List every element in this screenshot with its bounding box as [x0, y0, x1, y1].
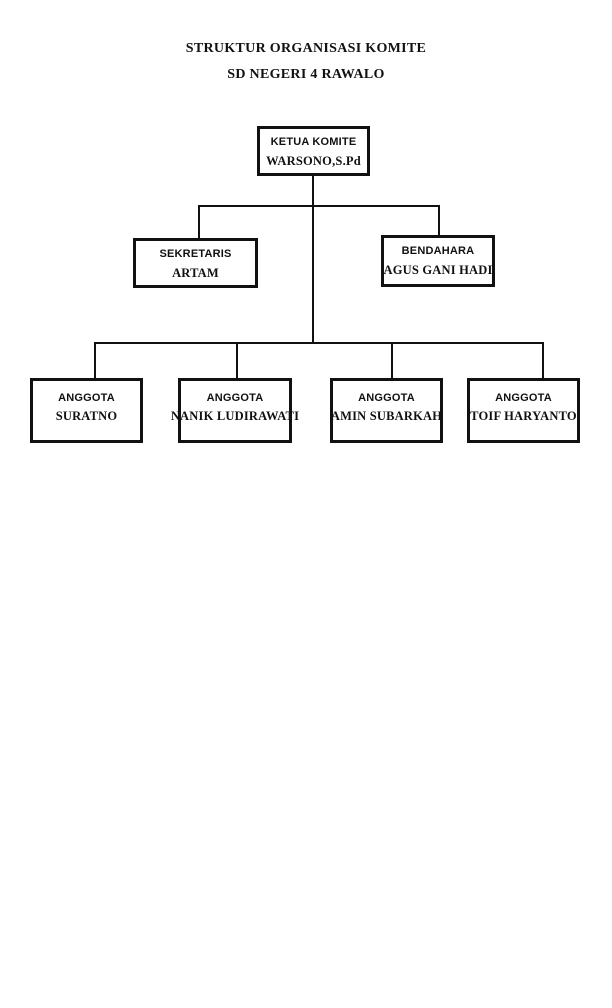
- box-anggota-1: ANGGOTA SURATNO: [30, 378, 143, 443]
- role-label: ANGGOTA: [58, 392, 115, 404]
- person-name: ARTAM: [172, 266, 219, 280]
- connector-center-stem: [312, 205, 314, 344]
- page-title-line2: SD NEGERI 4 RAWALO: [227, 67, 385, 82]
- box-bendahara: BENDAHARA AGUS GANI HADI: [381, 235, 495, 287]
- box-anggota-2: ANGGOTA NANIK LUDIRAWATI: [171, 378, 299, 443]
- role-label: SEKRETARIS: [159, 248, 232, 260]
- connector-drop-sekretaris: [198, 205, 200, 240]
- connector-drop-bendahara: [438, 205, 440, 237]
- person-name: NANIK LUDIRAWATI: [170, 409, 300, 423]
- box-anggota-3: ANGGOTA AMIN SUBARKAH: [330, 378, 443, 443]
- connector-drop-anggota-3: [391, 342, 393, 380]
- person-name: SURATNO: [55, 409, 118, 423]
- person-name: WARSONO,S.Pd: [266, 154, 361, 168]
- person-name: AMIN SUBARKAH: [330, 409, 443, 423]
- connector-members-horizontal: [94, 342, 544, 344]
- role-label: BENDAHARA: [401, 245, 475, 257]
- box-anggota-4: ANGGOTA TOIF HARYANTO: [467, 378, 580, 443]
- role-label: ANGGOTA: [206, 392, 264, 404]
- box-ketua-komite: KETUA KOMITE WARSONO,S.Pd: [257, 126, 370, 176]
- connector-drop-anggota-1: [94, 342, 96, 380]
- box-sekretaris: SEKRETARIS ARTAM: [133, 238, 258, 288]
- person-name: TOIF HARYANTO: [470, 409, 577, 423]
- connector-officers-horizontal: [198, 205, 440, 207]
- role-label: ANGGOTA: [495, 392, 552, 404]
- person-name: AGUS GANI HADI: [383, 263, 493, 277]
- connector-root-stem: [312, 176, 314, 207]
- role-label: KETUA KOMITE: [270, 136, 357, 148]
- page-title-line1: STRUKTUR ORGANISASI KOMITE: [185, 41, 427, 56]
- connector-drop-anggota-4: [542, 342, 544, 380]
- role-label: ANGGOTA: [358, 392, 415, 404]
- connector-drop-anggota-2: [236, 342, 238, 380]
